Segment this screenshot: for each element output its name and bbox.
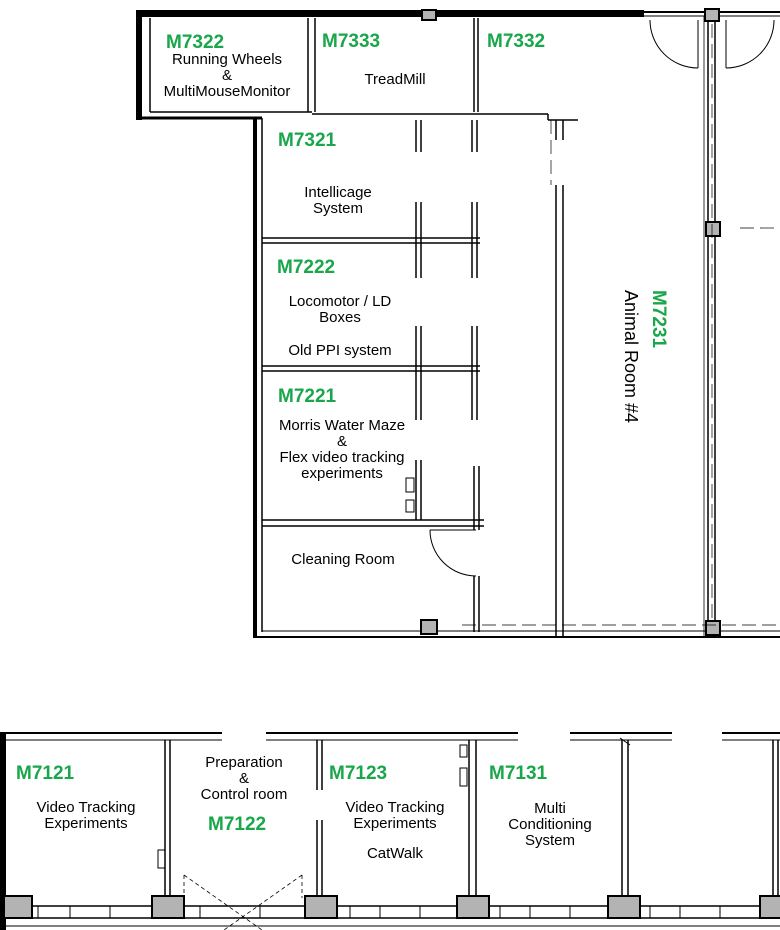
room-label-m7222-extra: Old PPI system [288, 342, 392, 359]
room-label-line: Cleaning Room [291, 551, 395, 568]
room-name-m7231: Animal Room #4 [621, 290, 641, 423]
room-label-line: System [312, 200, 363, 217]
room-id-m7221: M7221 [278, 386, 337, 407]
room-id-m7333: M7333 [322, 31, 381, 52]
room-id-m7131: M7131 [489, 763, 548, 784]
room-label-line: Locomotor / LD [288, 293, 392, 310]
room-label-line: Multi [534, 800, 566, 817]
upper-wing-walls [136, 10, 780, 638]
room-label-line: Experiments [353, 815, 437, 832]
room-label-m7322: Running Wheels & MultiMouseMonitor [152, 52, 302, 100]
room-label-line: TreadMill [364, 71, 426, 88]
room-label-m7131: Multi Conditioning System [480, 801, 620, 849]
room-label-m7121: Video Tracking Experiments [14, 800, 158, 832]
room-label-line: Running Wheels [171, 51, 283, 68]
room-label-line: Video Tracking [36, 799, 136, 816]
room-label-line: Conditioning [508, 816, 592, 833]
room-label-line: Video Tracking [345, 799, 445, 816]
grid-lines [462, 24, 780, 626]
room-label-line: Intellicage [304, 184, 372, 201]
room-label-line: MultiMouseMonitor [163, 83, 291, 100]
room-id-m7321: M7321 [278, 130, 337, 151]
room-id-m7222: M7222 [277, 257, 336, 278]
room-id-m7231-text: M7231 [648, 290, 669, 349]
room-id-m7332: M7332 [487, 31, 546, 52]
room-label-m7321: Intellicage System [276, 185, 400, 217]
upper-doors [429, 19, 775, 577]
lower-columns [3, 895, 780, 919]
room-label-line: & [238, 770, 249, 787]
room-label-cleaning: Cleaning Room [272, 552, 414, 568]
room-id-m7123: M7123 [329, 763, 388, 784]
room-label-line: Flex video tracking [279, 449, 405, 466]
room-label-line: Morris Water Maze [278, 417, 406, 434]
upper-columns [420, 8, 721, 636]
room-name-m7231-text: Animal Room #4 [621, 290, 641, 424]
room-id-m7121: M7121 [16, 763, 75, 784]
room-label-line: System [524, 832, 575, 849]
room-label-line: Experiments [44, 815, 128, 832]
room-label-line: Preparation [205, 754, 283, 771]
room-label-line: & [336, 433, 347, 450]
room-label-m7221: Morris Water Maze & Flex video tracking … [266, 418, 418, 482]
room-id-m7231: M7231 [648, 290, 669, 349]
room-label-m7222: Locomotor / LD Boxes [270, 294, 410, 326]
lower-wing-walls [0, 477, 780, 930]
room-id-m7122: M7122 [208, 814, 267, 835]
room-label-line: Boxes [319, 309, 361, 326]
room-label-m7333: TreadMill [330, 72, 460, 88]
room-label-line: experiments [301, 465, 383, 482]
room-label-line: & [221, 67, 232, 84]
room-id-m7322: M7322 [166, 32, 225, 53]
room-label-m7123-extra: CatWalk [366, 845, 424, 862]
room-label-m7123: Video Tracking Experiments [326, 800, 464, 832]
room-label-m7122: Preparation & Control room [172, 755, 316, 803]
room-label-line: Control room [200, 786, 288, 803]
